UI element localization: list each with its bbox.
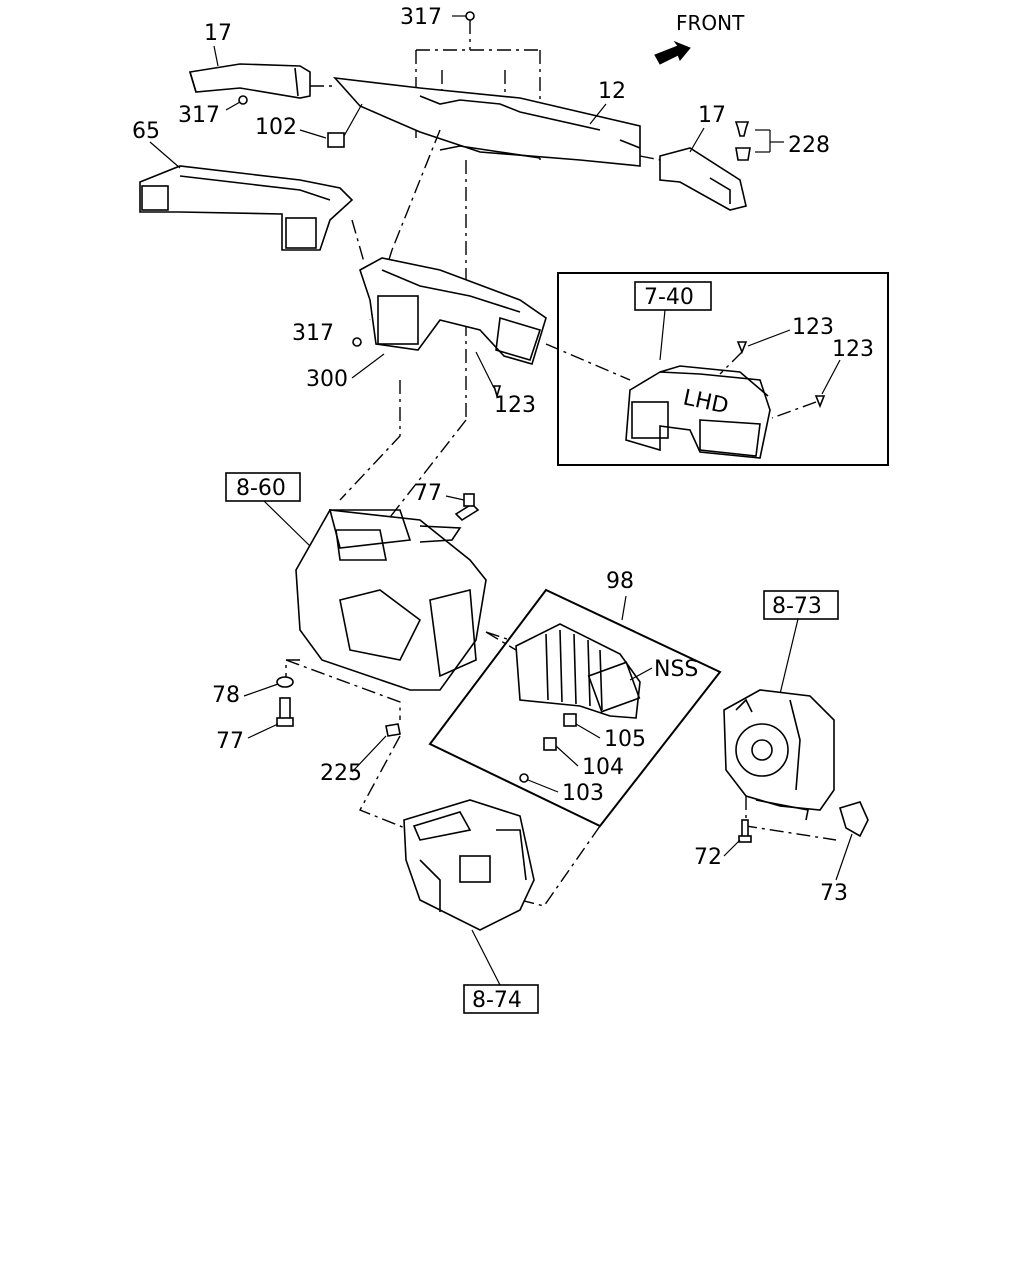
- heater-unit: [295, 509, 487, 691]
- bolt-317-mid: [352, 337, 362, 347]
- clip-225: [385, 723, 401, 737]
- clip-123-mid: [492, 385, 502, 399]
- front-indicator: FRONT: [654, 11, 745, 65]
- callout-65: 65: [132, 119, 160, 144]
- bolt-317-top: [465, 11, 475, 50]
- clip-123-a: [736, 341, 748, 355]
- bolt-317-left: [238, 95, 248, 105]
- callout-225: 225: [320, 761, 362, 786]
- callout-102: 102: [255, 115, 297, 140]
- duct-17-right: [659, 147, 747, 211]
- duct-lhd: LHD: [625, 365, 771, 459]
- callout-77-top: 77: [414, 481, 442, 506]
- duct-12-center: [332, 76, 641, 167]
- callout-98: 98: [606, 569, 634, 594]
- callout-317-mid: 317: [292, 321, 334, 346]
- bolt-77-top: [454, 493, 480, 522]
- callout-123-b: 123: [832, 337, 874, 362]
- ref-7-40: 7-40: [644, 285, 694, 310]
- callout-17-right: 17: [698, 103, 726, 128]
- ref-8-74: 8-74: [472, 988, 522, 1013]
- clip-105: [563, 713, 577, 727]
- label-nss: NSS: [654, 657, 698, 682]
- callout-17-left: 17: [204, 21, 232, 46]
- ref-box-8-60: [225, 472, 301, 502]
- callout-103: 103: [562, 781, 604, 806]
- callout-123-mid: 123: [494, 393, 536, 418]
- clip-103: [519, 773, 529, 783]
- clip-102: [327, 132, 345, 148]
- lhd-duct-panel: [557, 272, 889, 466]
- ducting-98-panel: [428, 588, 722, 828]
- blower-unit: [723, 689, 835, 821]
- clip-73: [839, 801, 869, 838]
- callout-105: 105: [604, 727, 646, 752]
- ref-8-60: 8-60: [236, 476, 286, 501]
- callout-317-left: 317: [178, 103, 220, 128]
- front-label: FRONT: [676, 11, 745, 35]
- duct-300: [359, 257, 547, 365]
- callout-12: 12: [598, 79, 626, 104]
- callout-77-bottom: 77: [216, 729, 244, 754]
- fasteners-228: [734, 121, 784, 161]
- callout-123-a: 123: [792, 315, 834, 340]
- bellows-duct: [515, 623, 641, 719]
- duct-17-left: [188, 63, 311, 99]
- callout-72: 72: [694, 845, 722, 870]
- bolt-77-bottom: [276, 697, 294, 727]
- callout-228: 228: [788, 133, 830, 158]
- front-arrow-icon: [654, 40, 691, 65]
- ref-8-73: 8-73: [772, 594, 822, 619]
- clip-104: [543, 737, 557, 751]
- callout-300: 300: [306, 367, 348, 392]
- callout-78: 78: [212, 683, 240, 708]
- clip-123-b: [814, 395, 826, 409]
- evaporator-unit: [403, 799, 535, 931]
- ref-box-7-40: [634, 281, 712, 311]
- callout-73: 73: [820, 881, 848, 906]
- screw-72: [738, 819, 752, 843]
- callout-317-top: 317: [400, 5, 442, 30]
- ref-box-8-73: [763, 590, 839, 620]
- callout-104: 104: [582, 755, 624, 780]
- duct-65: [139, 165, 354, 251]
- ref-box-8-74: [463, 984, 539, 1014]
- washer-78: [276, 676, 294, 688]
